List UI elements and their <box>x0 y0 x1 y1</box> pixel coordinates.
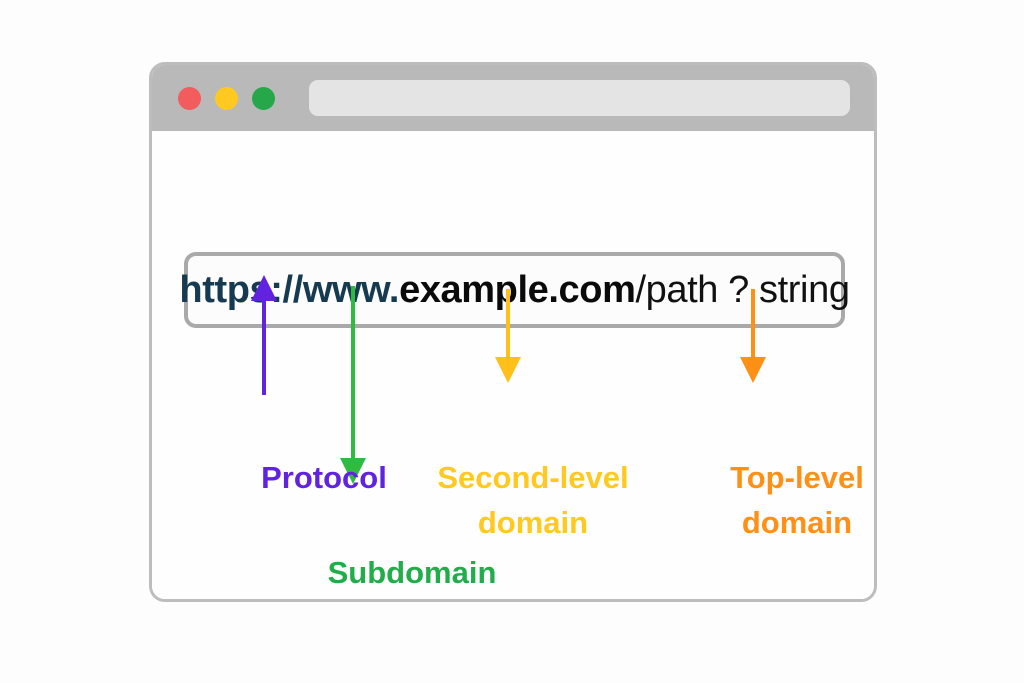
annotation-label-subdomain: Subdomain <box>327 555 497 590</box>
annotation-label-top-level-domain: Top-level domain <box>730 460 864 540</box>
annotation-label-protocol: Protocol <box>261 460 387 495</box>
url-segment-domain: example.com <box>399 269 636 311</box>
arrow-down-second-level-domain-icon <box>495 289 521 383</box>
annotation-label-second-level-domain: Second-level domain <box>437 460 629 540</box>
close-window-button[interactable] <box>178 86 201 110</box>
url-segment-path-query: /path ? string <box>635 269 850 311</box>
maximize-window-button[interactable] <box>252 86 275 110</box>
url-diagram-box[interactable]: https://www.example.com/path ? string <box>179 252 850 328</box>
browser-window: https://www.example.com/path ? string Pr… <box>149 62 877 602</box>
url-string: https://www.example.com/path ? string <box>179 269 850 311</box>
traffic-light-group <box>178 86 275 110</box>
chrome-address-input[interactable] <box>309 80 850 116</box>
browser-viewport: https://www.example.com/path ? string Pr… <box>152 131 874 599</box>
arrow-down-top-level-domain-icon <box>740 289 766 383</box>
arrow-up-protocol-icon <box>251 275 277 395</box>
arrow-down-subdomain-icon <box>340 286 366 484</box>
browser-chrome-bar <box>152 65 874 131</box>
minimize-window-button[interactable] <box>215 86 238 110</box>
url-segment-protocol: https:// <box>179 269 303 311</box>
